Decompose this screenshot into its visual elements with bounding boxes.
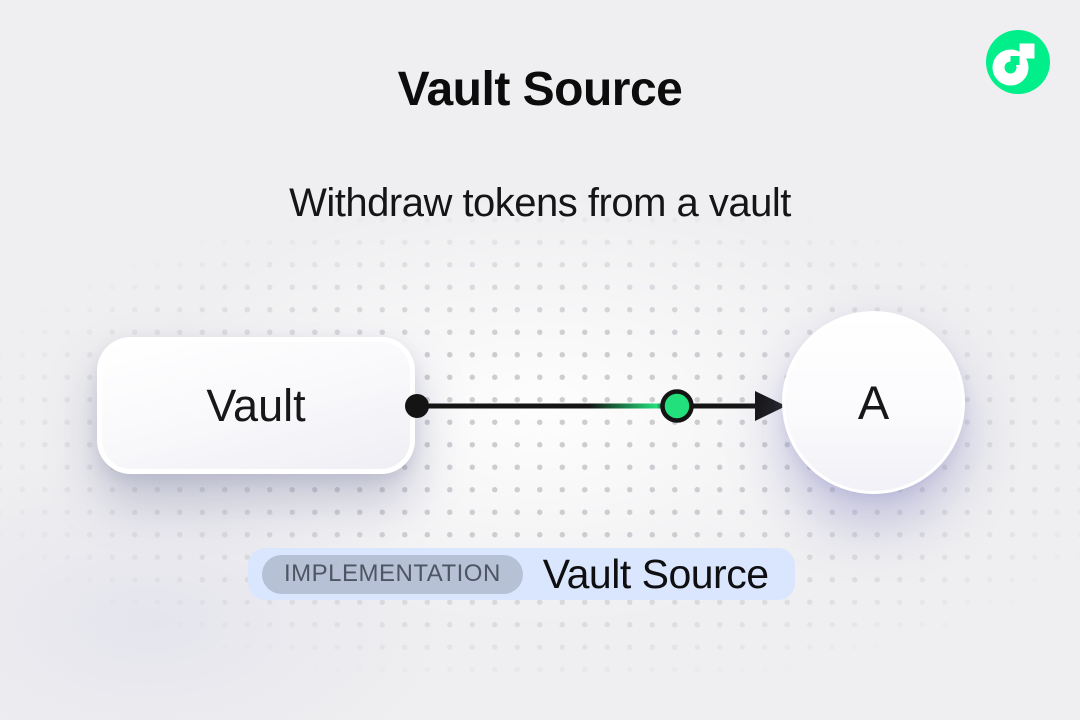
- implementation-text: Vault Source: [542, 550, 769, 597]
- flow-logo-glyph: [992, 43, 1035, 86]
- vault-node: Vault: [97, 337, 415, 474]
- page-title: Vault Source: [397, 63, 683, 116]
- implementation-label: IMPLEMENTATION Vault Source: [248, 548, 795, 600]
- implementation-badge: IMPLEMENTATION: [262, 554, 523, 594]
- flow-logo-icon: [986, 30, 1050, 94]
- account-node: A: [782, 311, 965, 494]
- token-dot: [660, 389, 694, 423]
- flow-logo-svg: [986, 30, 1050, 94]
- account-node-label: A: [857, 376, 890, 429]
- page-subtitle: Withdraw tokens from a vault: [289, 181, 791, 225]
- vault-node-label: Vault: [206, 379, 306, 431]
